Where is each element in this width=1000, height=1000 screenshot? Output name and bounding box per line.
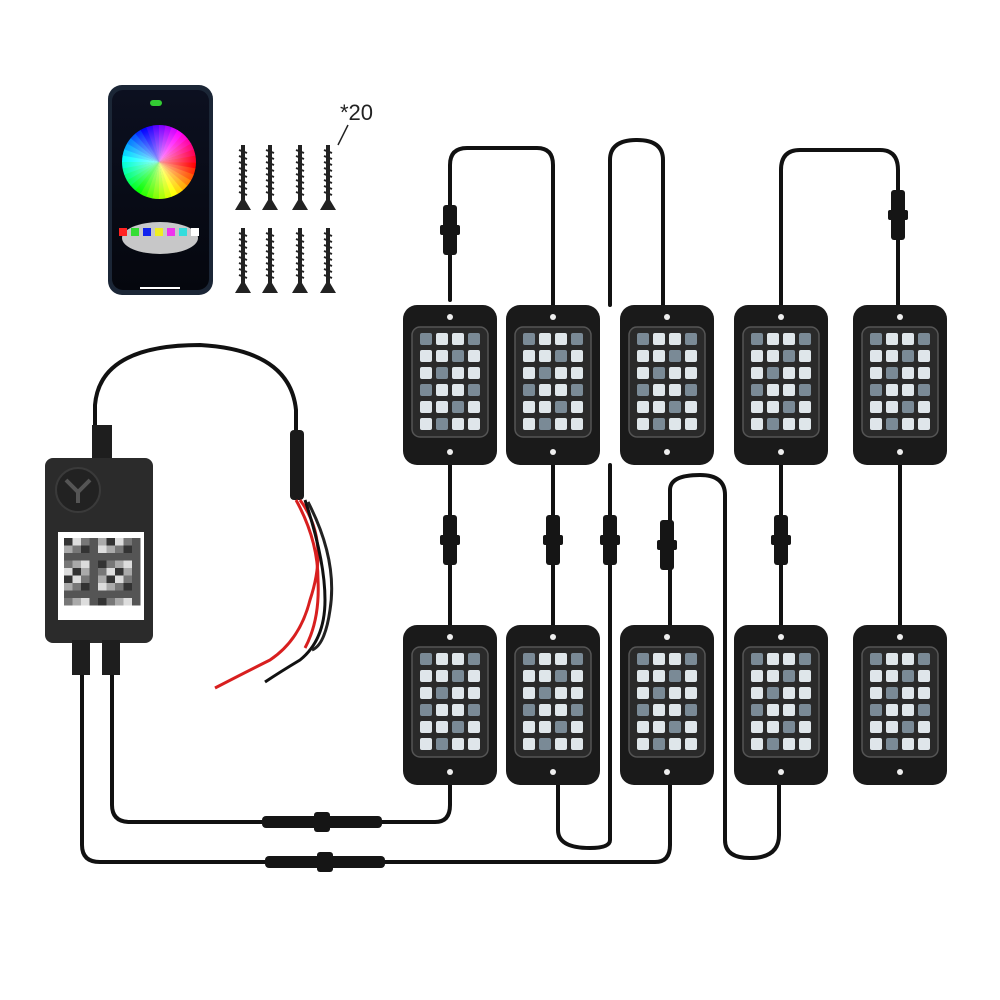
- rock-light-pod: [620, 305, 714, 465]
- screw: [262, 145, 278, 210]
- rock-light-pod: [734, 305, 828, 465]
- rock-light-pod: [506, 305, 600, 465]
- screw: [235, 228, 251, 293]
- cable-main-1: [110, 638, 452, 824]
- screw: [262, 228, 278, 293]
- power-leads: [214, 430, 334, 690]
- screw-quantity-label: *20: [340, 100, 374, 125]
- rock-light-pod: [403, 305, 497, 465]
- cable-top-loop-2: [608, 137, 665, 307]
- quantity-pointer: [337, 124, 349, 146]
- rock-light-pod: [506, 625, 600, 785]
- screw: [292, 228, 308, 293]
- cable-top-loop-3: [779, 148, 900, 307]
- screw: [320, 228, 336, 293]
- cable-link-3: [556, 463, 612, 851]
- rock-light-pod: [853, 625, 947, 785]
- rock-light-pod: [403, 625, 497, 785]
- controller-lead: [93, 342, 298, 442]
- screws: [235, 145, 336, 293]
- rock-light-pod: [620, 625, 714, 785]
- smartphone-app: [108, 85, 213, 295]
- rock-light-pod: [734, 625, 828, 785]
- screw: [235, 145, 251, 210]
- screw: [320, 145, 336, 210]
- screw: [292, 145, 308, 210]
- cable-link-4: [668, 472, 781, 861]
- rock-light-pod: [853, 305, 947, 465]
- bluetooth-controller: [45, 425, 153, 675]
- cable-top-loop-1: [448, 146, 555, 307]
